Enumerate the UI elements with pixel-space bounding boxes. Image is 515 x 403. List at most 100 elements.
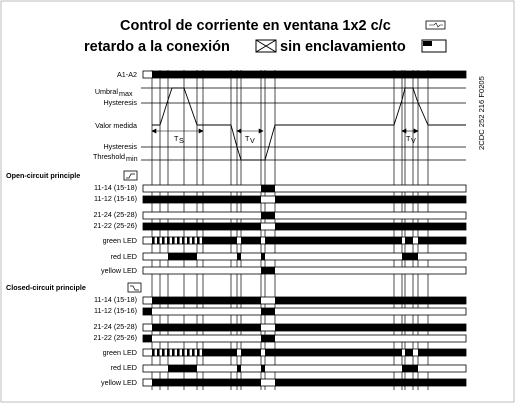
interval-tv-1 [236,128,264,134]
section-closed-circuit: Closed-circuit principle [6,283,86,292]
label-umbral: Umbral [95,87,119,96]
closed-11-14-on-segment [152,297,261,304]
closed-row-label-4: 21-22 (25-26) [93,333,137,342]
open-green-on-segment [203,237,237,244]
closed-green-blink-pulse [157,349,160,356]
interval-tv-2 [401,128,419,134]
closed-yellow-on-segment [275,379,466,386]
closed-green-on-segment [241,349,261,356]
closed-21-24-on-segment [152,324,261,331]
label-a1a2: A1-A2 [117,70,137,79]
open-green-blink-pulse [162,237,165,244]
label-umbral-sub: max [119,89,133,98]
closed-row-label-2: 11-12 (15-16) [94,306,137,315]
open-red-on-segment [261,253,265,260]
closed-21-22-on-segment [143,335,152,342]
open-11-12-on-segment [275,196,466,203]
a1a2-on-segment [152,71,466,78]
open-21-22-on-segment [143,223,261,230]
closed-green-blink-pulse [172,349,175,356]
closed-row-label-yellow: yellow LED [101,378,137,387]
closed-green-blink-pulse [152,349,155,356]
title-line-2b: sin enclavamiento [280,39,406,55]
closed-11-12-on-segment [261,308,275,315]
closed-red-track [142,364,467,373]
label-tv-2-sub: V [411,136,416,145]
open-green-blink-pulse [172,237,175,244]
label-tv-1: T [245,134,250,143]
open-green-blink-pulse [167,237,170,244]
open-green-blink-pulse [152,237,155,244]
open-red-on-segment [402,253,418,260]
closed-21-22-on-segment [261,335,275,342]
open-green-blink-pulse [197,237,200,244]
open-21-24-track [142,211,467,220]
label-ts: T [174,134,179,143]
title-line-2a: retardo a la conexión [84,39,230,55]
closed-red-on-segment [402,365,418,372]
open-green-blink-pulse [192,237,195,244]
open-row-label-green: green LED [103,236,137,245]
closed-11-14-on-segment [275,297,466,304]
closed-yellow-on-segment [152,379,261,386]
label-threshold: Threshold [93,152,125,161]
open-row-label-3: 21-24 (25-28) [93,210,137,219]
open-green-blink-pulse [187,237,190,244]
closed-21-24-on-segment [275,324,466,331]
open-row-label-yellow: yellow LED [101,266,137,275]
closed-red-on-segment [237,365,241,372]
open-11-12-on-segment [143,196,261,203]
open-circuit-icon [123,170,138,181]
open-red-track [142,252,467,261]
interval-ts [151,128,204,134]
open-green-blink-pulse [177,237,180,244]
open-green-blink-pulse [202,237,205,244]
open-21-22-on-segment [275,223,466,230]
closed-row-label-1: 11-14 (15-18) [94,295,137,304]
open-11-14-on-segment [261,185,275,192]
tilde-window-icon [425,20,446,30]
open-yellow-on-segment [261,267,275,274]
closed-row-label-red: red LED [111,363,137,372]
label-threshold-sub: min [126,154,138,163]
timing-bars [142,70,467,387]
title-line-1: Control de corriente en ventana 1x2 c/c [120,18,391,34]
closed-red-on-segment [168,365,197,372]
open-green-on-segment [418,237,466,244]
closed-green-blink-pulse [187,349,190,356]
open-green-on-segment [405,237,413,244]
closed-green-blink-pulse [197,349,200,356]
open-green-on-segment [241,237,261,244]
label-ts-sub: S [179,136,184,145]
open-row-label-red: red LED [111,252,137,261]
measured-value-waveform [152,87,466,161]
label-hysteresis-2: Hysteresis [103,142,137,151]
closed-circuit-icon [127,282,142,293]
open-yellow-track [142,266,467,275]
open-row-label-1: 11-14 (15-18) [94,183,137,192]
label-tv-1-sub: V [250,136,255,145]
open-green-on-segment [265,237,402,244]
open-11-14-track [142,184,467,193]
open-21-24-on-segment [261,212,275,219]
diagram-code: 2CDC 252 216 F0205 [477,76,486,150]
closed-green-blink-pulse [192,349,195,356]
closed-green-blink-pulse [202,349,205,356]
closed-green-blink-pulse [182,349,185,356]
open-row-label-4: 21-22 (25-26) [93,221,137,230]
open-red-on-segment [168,253,197,260]
label-hysteresis-1: Hysteresis [103,98,137,107]
label-valor: Valor medida [95,121,137,130]
closed-11-12-on-segment [143,308,152,315]
latch-off-icon [421,39,447,53]
closed-row-label-3: 21-24 (25-28) [93,322,137,331]
closed-green-on-segment [203,349,237,356]
closed-green-on-segment [418,349,466,356]
closed-green-blink-pulse [177,349,180,356]
label-tv-2: T [406,134,411,143]
closed-row-label-green: green LED [103,348,137,357]
cross-box-icon [255,39,277,53]
closed-green-on-segment [405,349,413,356]
